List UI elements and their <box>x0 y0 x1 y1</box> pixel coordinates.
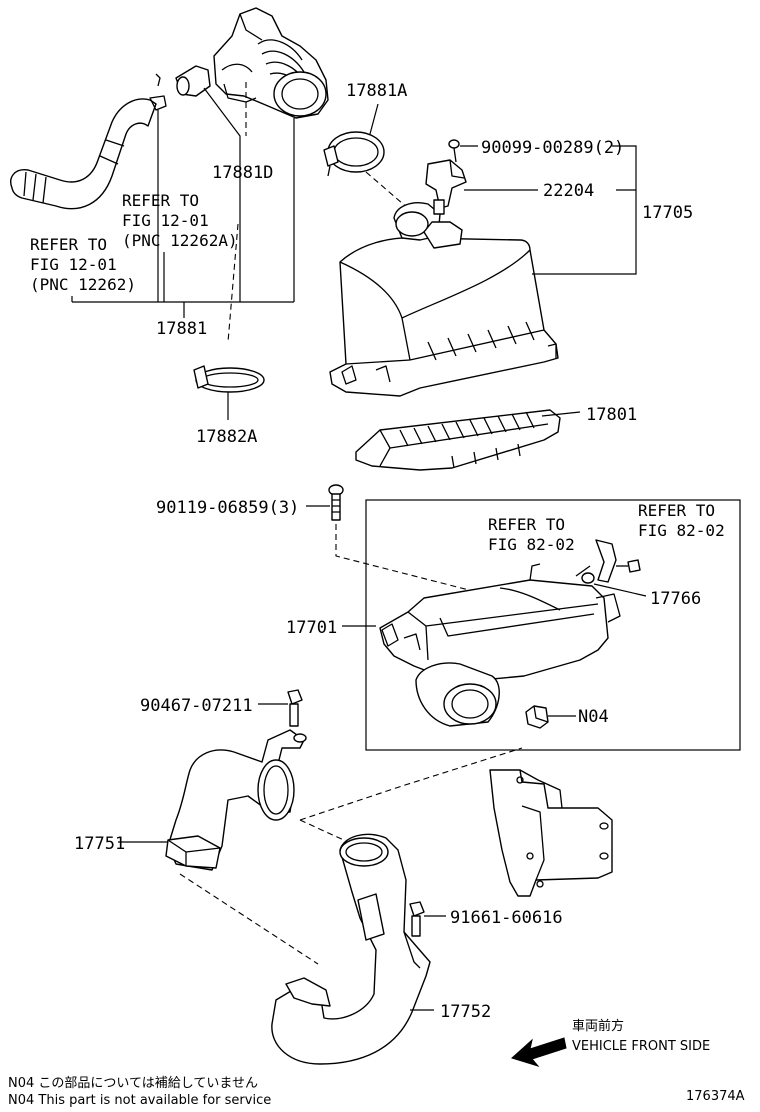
label-90119-06859: 90119-06859(3) <box>156 498 299 518</box>
label-17705: 17705 <box>642 203 693 223</box>
label-22204: 22204 <box>543 181 594 201</box>
note-jp: N04 この部品については補給していません <box>8 1076 258 1091</box>
label-17801: 17801 <box>586 405 637 425</box>
label-17881A: 17881A <box>346 81 407 101</box>
nut-N04 <box>525 705 576 729</box>
label-90467-07211: 90467-07211 <box>140 696 253 716</box>
direction-label: 車両前方 VEHICLE FRONT SIDE <box>572 1018 710 1054</box>
part-labels: 17881A 17881D 90099-00289(2) 22204 17705… <box>74 81 701 1022</box>
ref-a-line2: FIG 12-01 <box>122 211 209 230</box>
ref-b-line2: FIG 12-01 <box>30 255 117 274</box>
sensor-22204 <box>425 159 467 215</box>
label-17881: 17881 <box>156 319 207 339</box>
label-17766: 17766 <box>650 589 701 609</box>
reference-notes: REFER TO FIG 12-01 (PNC 12262A) REFER TO… <box>30 191 725 554</box>
ref-d-line1: REFER TO <box>638 501 715 520</box>
direction-en: VEHICLE FRONT SIDE <box>572 1039 710 1054</box>
label-17882A: 17882A <box>196 427 257 447</box>
screw-90099-00289 <box>448 139 460 163</box>
body-bracket <box>489 769 613 897</box>
air-cleaner-cap <box>329 202 559 397</box>
bolt-91661-60616 <box>409 901 446 937</box>
bolt-90467-07211 <box>258 689 303 727</box>
bolt-90119-06859 <box>306 484 509 601</box>
inlet-duct-17751 <box>118 729 523 965</box>
note-en: N04 This part is not available for servi… <box>8 1093 271 1108</box>
clamp-17881A <box>323 103 411 211</box>
intake-connector-17881D <box>175 7 329 119</box>
label-90099-00289: 90099-00289(2) <box>481 138 624 158</box>
leaders-17705 <box>460 145 637 275</box>
breather-hose-17881 <box>10 73 167 210</box>
label-17752: 17752 <box>440 1002 491 1022</box>
figure-id: 176374A <box>686 1089 745 1104</box>
ref-c-line1: REFER TO <box>488 515 565 534</box>
air-cleaner-case-17701 <box>342 563 621 727</box>
bracket-17766 <box>581 539 647 597</box>
filter-element-17801 <box>355 409 581 471</box>
ref-c-line2: FIG 82-02 <box>488 535 575 554</box>
case-group-frame <box>365 499 741 751</box>
label-91661-60616: 91661-60616 <box>450 908 563 928</box>
label-17881D: 17881D <box>212 163 273 183</box>
ref-b-line1: REFER TO <box>30 235 107 254</box>
ref-d-line2: FIG 82-02 <box>638 521 725 540</box>
clamp-17882A <box>193 365 265 420</box>
ref-a-line1: REFER TO <box>122 191 199 210</box>
ref-b-line3: (PNC 12262) <box>30 275 136 294</box>
footer-notes: N04 この部品については補給していません N04 This part is n… <box>8 1076 745 1108</box>
duct-17752 <box>271 833 434 1065</box>
label-17701: 17701 <box>286 618 337 638</box>
ref-a-line3: (PNC 12262A) <box>122 231 238 250</box>
front-direction-arrow-icon <box>511 1037 567 1067</box>
leaders-17881 <box>71 82 295 343</box>
label-17751: 17751 <box>74 834 125 854</box>
label-N04: N04 <box>578 707 609 727</box>
direction-jp: 車両前方 <box>572 1018 624 1034</box>
